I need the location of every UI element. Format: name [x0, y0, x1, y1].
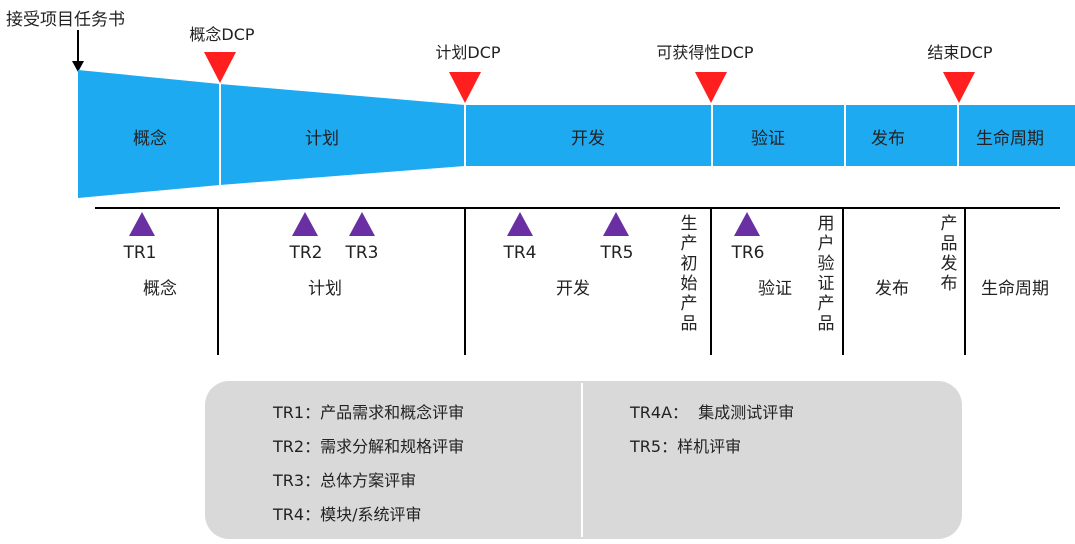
lower-phase-labels: 概念 计划 开发 验证 发布 生命周期 [143, 278, 1049, 299]
tr-label-6: TR6 [730, 243, 764, 263]
dcp-marker-plan [449, 72, 481, 103]
dcp-marker-availability [695, 72, 727, 103]
tr-marker-1 [129, 212, 155, 236]
phase-label-plan: 计划 [305, 129, 339, 149]
dcp-label-availability: 可获得性DCP [656, 43, 753, 62]
legend-right: TR4A： 集成测试评审 TR5：样机评审 [629, 403, 794, 456]
legend-item-tr1: TR1：产品需求和概念评审 [272, 403, 464, 422]
phase-band [78, 70, 1075, 198]
tr-marker-6 [734, 212, 760, 236]
vertical-label-product-release: 产品发布 [941, 214, 958, 294]
tr-label-3: TR3 [344, 243, 378, 263]
phase-labels: 概念 计划 开发 验证 发布 生命周期 [133, 128, 1044, 149]
dcp-label-plan: 计划DCP [435, 43, 500, 62]
phase-label-verify: 验证 [751, 129, 785, 149]
tr-label-4: TR4 [502, 243, 536, 263]
vertical-label-user-validation: 用户验证产品 [818, 214, 835, 334]
dcp-marker-end [943, 72, 975, 103]
vertical-label-first-production: 生产初始产品 [681, 214, 698, 334]
lower-phase-plan: 计划 [308, 279, 342, 299]
phase-label-lifecycle: 生命周期 [976, 129, 1044, 149]
phase-label-release: 发布 [871, 129, 905, 149]
phase-label-develop: 开发 [571, 129, 605, 149]
tr-marker-2 [292, 212, 318, 236]
band-dividers [219, 84, 959, 185]
tr-marker-4 [507, 212, 533, 236]
dcp-marker-concept [204, 52, 236, 83]
tr-label-5: TR5 [599, 243, 633, 263]
legend-item-tr4: TR4：模块/系统评审 [272, 505, 421, 524]
legend-left: TR1：产品需求和概念评审 TR2：需求分解和规格评审 TR3：总体方案评审 T… [272, 403, 464, 524]
tr-marker-5 [603, 212, 629, 236]
lower-phase-develop: 开发 [556, 279, 590, 299]
start-arrow-head [72, 61, 84, 72]
timeline-separators [217, 208, 966, 355]
lower-phase-lifecycle: 生命周期 [981, 279, 1049, 299]
dcp-markers: 概念DCP 计划DCP 可获得性DCP 结束DCP [189, 25, 993, 103]
tr-markers: TR1 TR2 TR3 TR4 TR5 TR6 [122, 212, 765, 263]
dcp-label-concept: 概念DCP [189, 25, 254, 44]
tr-label-2: TR2 [288, 243, 322, 263]
lower-phase-concept: 概念 [143, 278, 177, 299]
vertical-labels: 生产初始产品 用户验证产品 产品发布 [681, 214, 958, 334]
tr-marker-3 [349, 212, 375, 236]
legend-item-tr2: TR2：需求分解和规格评审 [272, 437, 464, 456]
lower-phase-verify: 验证 [758, 279, 792, 299]
tr-label-1: TR1 [122, 243, 156, 263]
legend-item-tr3: TR3：总体方案评审 [272, 471, 416, 490]
legend-box [205, 381, 962, 539]
lower-phase-release: 发布 [875, 279, 909, 299]
phase-label-concept: 概念 [133, 128, 167, 149]
dcp-label-end: 结束DCP [927, 43, 992, 62]
legend-item-tr4a: TR4A： 集成测试评审 [629, 403, 794, 422]
legend-item-tr5: TR5：样机评审 [629, 437, 741, 456]
start-label: 接受项目任务书 [6, 10, 125, 30]
